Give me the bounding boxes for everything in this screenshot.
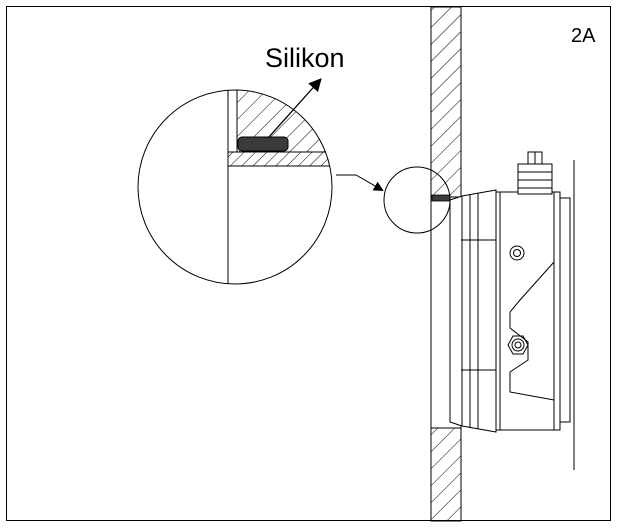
wall-cross-section (430, 6, 462, 522)
detail-magnifier (137, 89, 333, 285)
cable-gland (517, 151, 553, 195)
silicone-bead-small (431, 194, 451, 202)
silicone-bead (237, 136, 289, 152)
figure-label: 2A (571, 25, 596, 47)
callout-arrow (267, 78, 322, 139)
silikon-label: Silikon (265, 43, 345, 73)
device-enclosure (449, 160, 575, 470)
detail-leader-line (336, 174, 384, 191)
screw-icon (509, 245, 525, 261)
bolt-icon (507, 335, 529, 355)
